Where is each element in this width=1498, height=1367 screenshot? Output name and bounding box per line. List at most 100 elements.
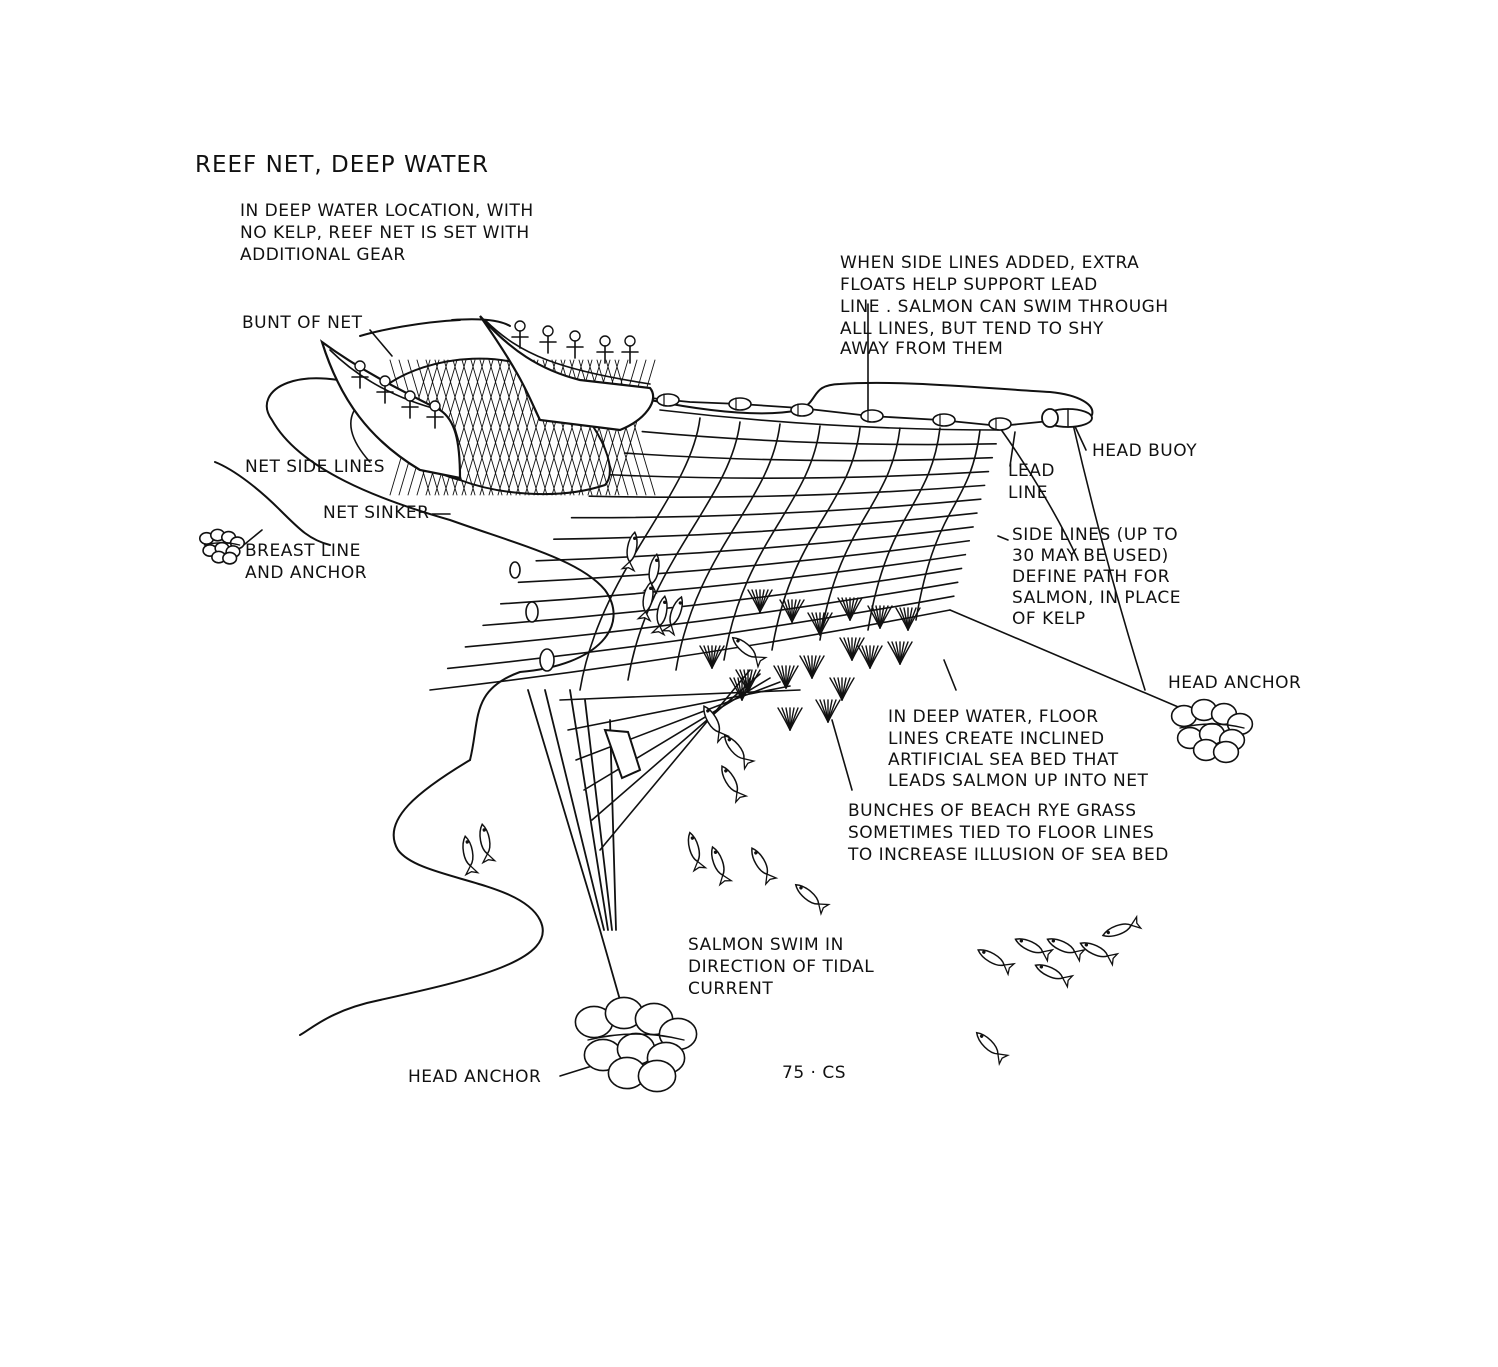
- grass-blade: [907, 607, 921, 631]
- leader-lines: [239, 303, 1087, 1077]
- salmon-eye: [482, 828, 486, 832]
- side-line: [771, 427, 861, 651]
- salmon-body: [648, 553, 660, 585]
- anchor-stone: [222, 551, 238, 565]
- salmon: [977, 949, 1017, 977]
- salmon-body: [1014, 938, 1044, 954]
- salmon-eye: [724, 769, 728, 773]
- salmon-eye: [655, 558, 659, 563]
- salmon: [1034, 964, 1075, 989]
- salmon-eye: [1084, 943, 1089, 947]
- salmon-tail: [743, 757, 756, 771]
- fisherman-head: [354, 360, 366, 372]
- floats-group: [656, 393, 1012, 431]
- grass-blade: [849, 597, 863, 621]
- salmon-tail: [1061, 974, 1075, 989]
- grass-blade: [869, 645, 883, 669]
- salmon-eye: [1039, 965, 1044, 969]
- label-line: SALMON SWIM IN: [688, 935, 844, 955]
- salmon-eye: [690, 836, 695, 840]
- salmon-body: [977, 949, 1006, 967]
- side-lines: [949, 419, 1191, 713]
- label-head-anchor-bottom: HEAD ANCHOR: [408, 1067, 541, 1087]
- salmon-tail: [481, 852, 497, 865]
- fisherman-body: [621, 345, 639, 364]
- salmon-eye: [982, 950, 986, 954]
- fisherman-head: [624, 335, 636, 347]
- label-head-anchor-right: HEAD ANCHOR: [1168, 673, 1301, 693]
- salmon: [1079, 942, 1120, 967]
- salmon-body: [656, 595, 668, 627]
- label-net-side-lines: NET SIDE LINES: [245, 457, 385, 477]
- intro-line: IN DEEP WATER LOCATION, WITH: [240, 201, 534, 221]
- head-buoy: [1041, 408, 1093, 428]
- grass-blade: [819, 612, 833, 636]
- salmon-body: [751, 847, 769, 876]
- salmon-eye: [678, 601, 683, 605]
- floor-line: [567, 685, 791, 731]
- salmon: [660, 595, 683, 637]
- salmon-eye: [979, 1034, 984, 1038]
- note-line: FLOATS HELP SUPPORT LEAD: [840, 275, 1098, 295]
- salmon: [711, 845, 734, 887]
- grass-blade: [841, 677, 855, 701]
- salmon-eye: [1051, 939, 1056, 943]
- side-line: [579, 417, 701, 691]
- fishermen-group: [351, 320, 639, 429]
- side-line: [867, 427, 941, 631]
- intro-line: NO KELP, REEF NET IS SET WITH: [240, 223, 530, 243]
- signature: 75 · CS: [782, 1063, 846, 1083]
- floor-lines-grid: [429, 409, 1001, 851]
- label-salmon-swim: SALMON SWIM IN DIRECTION OF TIDAL CURREN…: [688, 935, 874, 999]
- salmon-tail: [764, 873, 779, 887]
- fisherman-body: [351, 370, 369, 389]
- label-floor-lines: IN DEEP WATER, FLOOR LINES CREATE INCLIN…: [888, 707, 1148, 791]
- anchor-rope: [587, 1033, 685, 1041]
- grass-blade: [811, 655, 825, 679]
- label-breast-line: BREAST LINE AND ANCHOR: [245, 541, 367, 583]
- label-line: DIRECTION OF TIDAL: [688, 957, 874, 977]
- fisherman-head: [599, 335, 611, 347]
- side-lines-note: WHEN SIDE LINES ADDED, EXTRA FLOATS HELP…: [840, 253, 1168, 359]
- salmon-tail: [1130, 914, 1143, 930]
- salmon-tail: [1041, 948, 1055, 963]
- salmon-eye: [727, 737, 732, 742]
- floor-line: [553, 512, 978, 541]
- canoe-icon: [319, 315, 655, 480]
- intro-text: IN DEEP WATER LOCATION, WITH NO KELP, RE…: [240, 201, 534, 265]
- label-lead-line: LEAD LINE: [1008, 461, 1054, 503]
- salmon-eye: [663, 600, 667, 605]
- anchor-lines: [527, 689, 621, 1001]
- floor-line: [570, 498, 982, 519]
- salmon: [721, 765, 749, 805]
- label-line: CURRENT: [688, 979, 773, 999]
- label-line: 30 MAY BE USED): [1012, 546, 1169, 566]
- fisherman-head: [429, 400, 441, 412]
- float-icon: [860, 409, 884, 423]
- salmon-tail: [718, 874, 734, 887]
- label-line: DEFINE PATH FOR: [1012, 567, 1170, 587]
- salmon: [1014, 938, 1055, 963]
- label-bunt-of-net: BUNT OF NET: [242, 313, 363, 333]
- float-icon: [988, 417, 1012, 431]
- fisherman-body: [376, 385, 394, 404]
- salmon-icon: [462, 531, 1143, 1066]
- fisherman-head: [404, 390, 416, 402]
- salmon-eye: [1019, 939, 1024, 943]
- label-line: AND ANCHOR: [245, 563, 367, 583]
- grass-blade: [789, 707, 803, 731]
- salmon-eye: [799, 886, 803, 890]
- salmon-tail: [692, 860, 708, 873]
- salmon-body: [626, 531, 638, 563]
- label-line: LINE: [1008, 483, 1048, 503]
- salmon-body: [479, 823, 491, 855]
- fisherman-body: [511, 330, 529, 349]
- salmon-eye: [713, 850, 718, 854]
- salmon-eye: [736, 639, 740, 643]
- floor-line: [583, 677, 771, 791]
- grass-blade: [827, 699, 841, 723]
- salmon: [723, 734, 756, 771]
- floor-line: [464, 581, 959, 648]
- label-line: SOMETIMES TIED TO FLOOR LINES: [848, 823, 1154, 843]
